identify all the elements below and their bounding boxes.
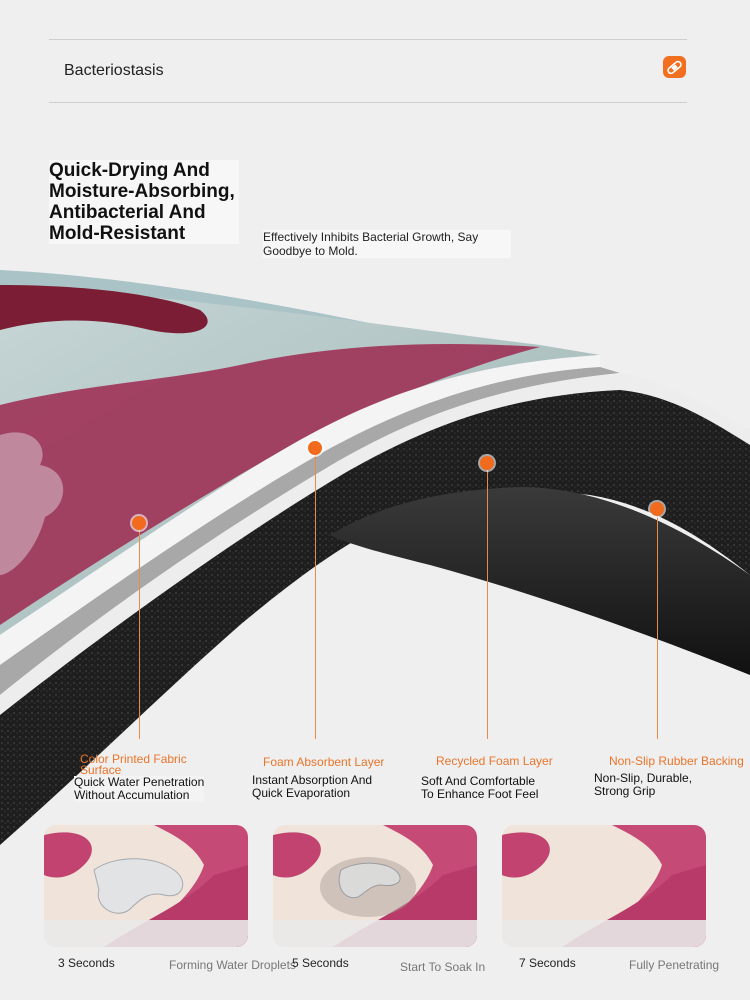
layer-desc-foam-absorbent: Instant Absorption And Quick Evaporation (252, 773, 373, 800)
callout-line-1 (139, 523, 140, 739)
layer-label-foam-absorbent: Foam Absorbent Layer (263, 755, 385, 769)
layer-desc-recycled-foam: Soft And Comfortable To Enhance Foot Fee… (421, 774, 539, 801)
bandage-icon (663, 56, 686, 78)
callout-line-3 (487, 463, 488, 739)
top-divider (49, 39, 687, 40)
layer-label-rubber-backing: Non-Slip Rubber Backing (609, 754, 744, 768)
section-title: Bacteriostasis (64, 62, 164, 79)
step-caption-1: Forming Water Droplets (169, 958, 296, 972)
callout-dot-2 (308, 441, 322, 455)
layer-label-recycled-foam: Recycled Foam Layer (436, 754, 553, 768)
callout-dot-3 (480, 456, 494, 470)
layer-desc-fabric: Quick Water Penetration Without Accumula… (74, 775, 205, 802)
step-time-1: 3 Seconds (58, 956, 115, 970)
step-card-1 (44, 825, 248, 947)
layer-label-fabric: Color Printed Fabric Surface (80, 752, 187, 777)
callout-dot-4 (650, 502, 664, 516)
callout-line-4 (657, 509, 658, 739)
hero-headline: Quick-Drying And Moisture-Absorbing, Ant… (49, 160, 239, 244)
step-time-2: 5 Seconds (292, 956, 349, 970)
step-time-3: 7 Seconds (519, 956, 576, 970)
step-card-3 (502, 825, 706, 947)
callout-line-2 (315, 448, 316, 739)
layer-desc-rubber-backing: Non-Slip, Durable, Strong Grip (594, 771, 693, 798)
step-caption-2: Start To Soak In (400, 960, 486, 974)
callout-dot-1 (132, 516, 146, 530)
mat-cross-section-illustration (0, 270, 750, 845)
step-card-2 (273, 825, 477, 947)
bottom-divider (49, 102, 687, 103)
hero-subtitle: Effectively Inhibits Bacterial Growth, S… (263, 230, 511, 258)
step-caption-3: Fully Penetrating (629, 958, 720, 972)
